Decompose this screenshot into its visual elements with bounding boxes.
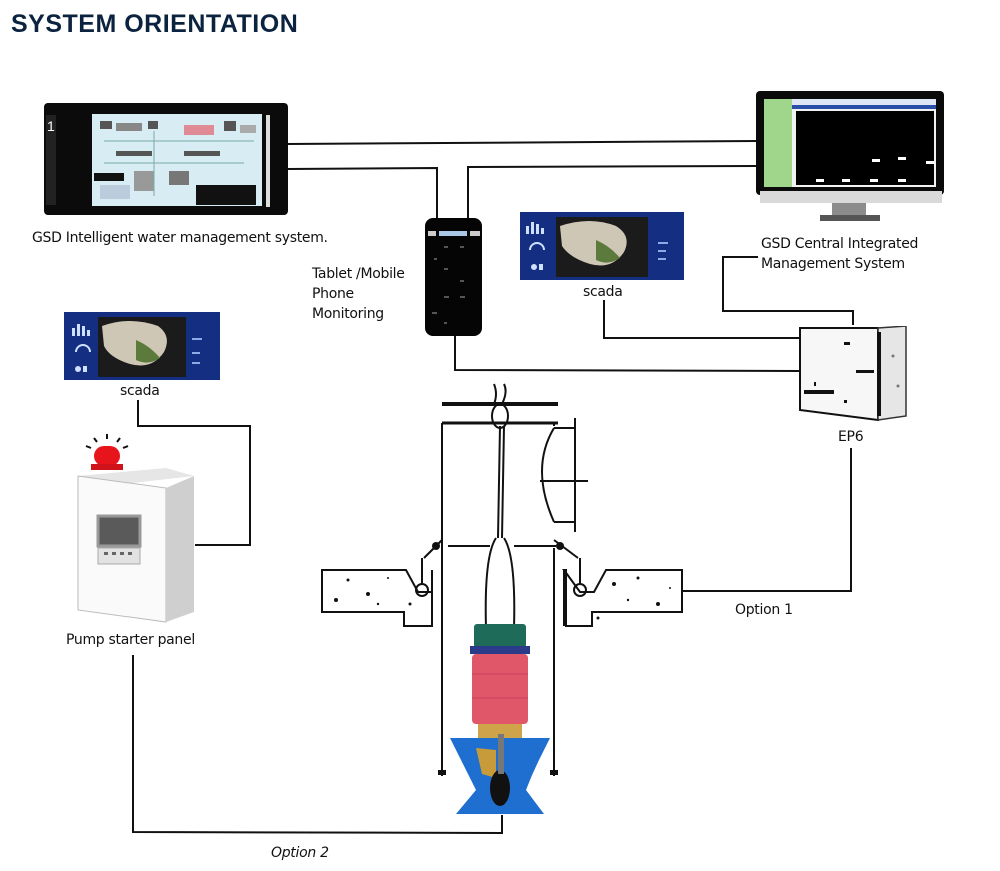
- ep6-controller[interactable]: [798, 326, 910, 424]
- wire-scada-to-panel: [137, 400, 251, 546]
- pump-starter-panel[interactable]: [76, 432, 200, 628]
- scada-top-label: scada: [583, 284, 623, 300]
- wire-tablet-to-ep6: [454, 335, 801, 372]
- tablet-label-line1: Tablet /Mobile: [312, 266, 405, 282]
- ep6-label: EP6: [838, 429, 864, 445]
- tablet-mobile-device[interactable]: [424, 218, 484, 336]
- wire-tablet-to-central: [467, 165, 758, 220]
- central-system-label-line2: Management System: [761, 256, 905, 272]
- option2-label: Option 2: [271, 845, 329, 861]
- wire-option1: [683, 448, 852, 592]
- scada-top-screen[interactable]: [520, 212, 684, 280]
- central-system-label: GSD Central Integrated Management System: [761, 234, 918, 274]
- wire-option2: [132, 655, 503, 835]
- central-system-label-line1: GSD Central Integrated: [761, 236, 919, 252]
- intelligent-system-screen[interactable]: 1: [44, 101, 288, 217]
- pump-panel-label: Pump starter panel: [66, 632, 195, 648]
- page-title: SYSTEM ORIENTATION: [11, 10, 299, 38]
- wire-intelligent-to-central-top: [286, 140, 758, 145]
- scada-left-screen[interactable]: [64, 312, 220, 380]
- tablet-label-line2: Phone: [312, 286, 354, 302]
- intelligent-system-label: GSD Intelligent water management system.: [32, 230, 328, 246]
- tablet-label: Tablet /Mobile Phone Monitoring: [312, 264, 405, 324]
- wire-scada-to-ep6: [603, 300, 800, 339]
- wire-central-to-ep6: [722, 256, 854, 325]
- alarm-light-icon: [85, 434, 129, 470]
- wire-intelligent-to-tablet: [286, 166, 438, 220]
- tablet-label-line3: Monitoring: [312, 306, 384, 322]
- scada-left-label: scada: [120, 383, 160, 399]
- svg-text:1: 1: [47, 118, 55, 134]
- submersible-pump-installation[interactable]: [318, 378, 686, 818]
- central-system-monitor[interactable]: [756, 91, 946, 231]
- option1-label: Option 1: [735, 602, 793, 618]
